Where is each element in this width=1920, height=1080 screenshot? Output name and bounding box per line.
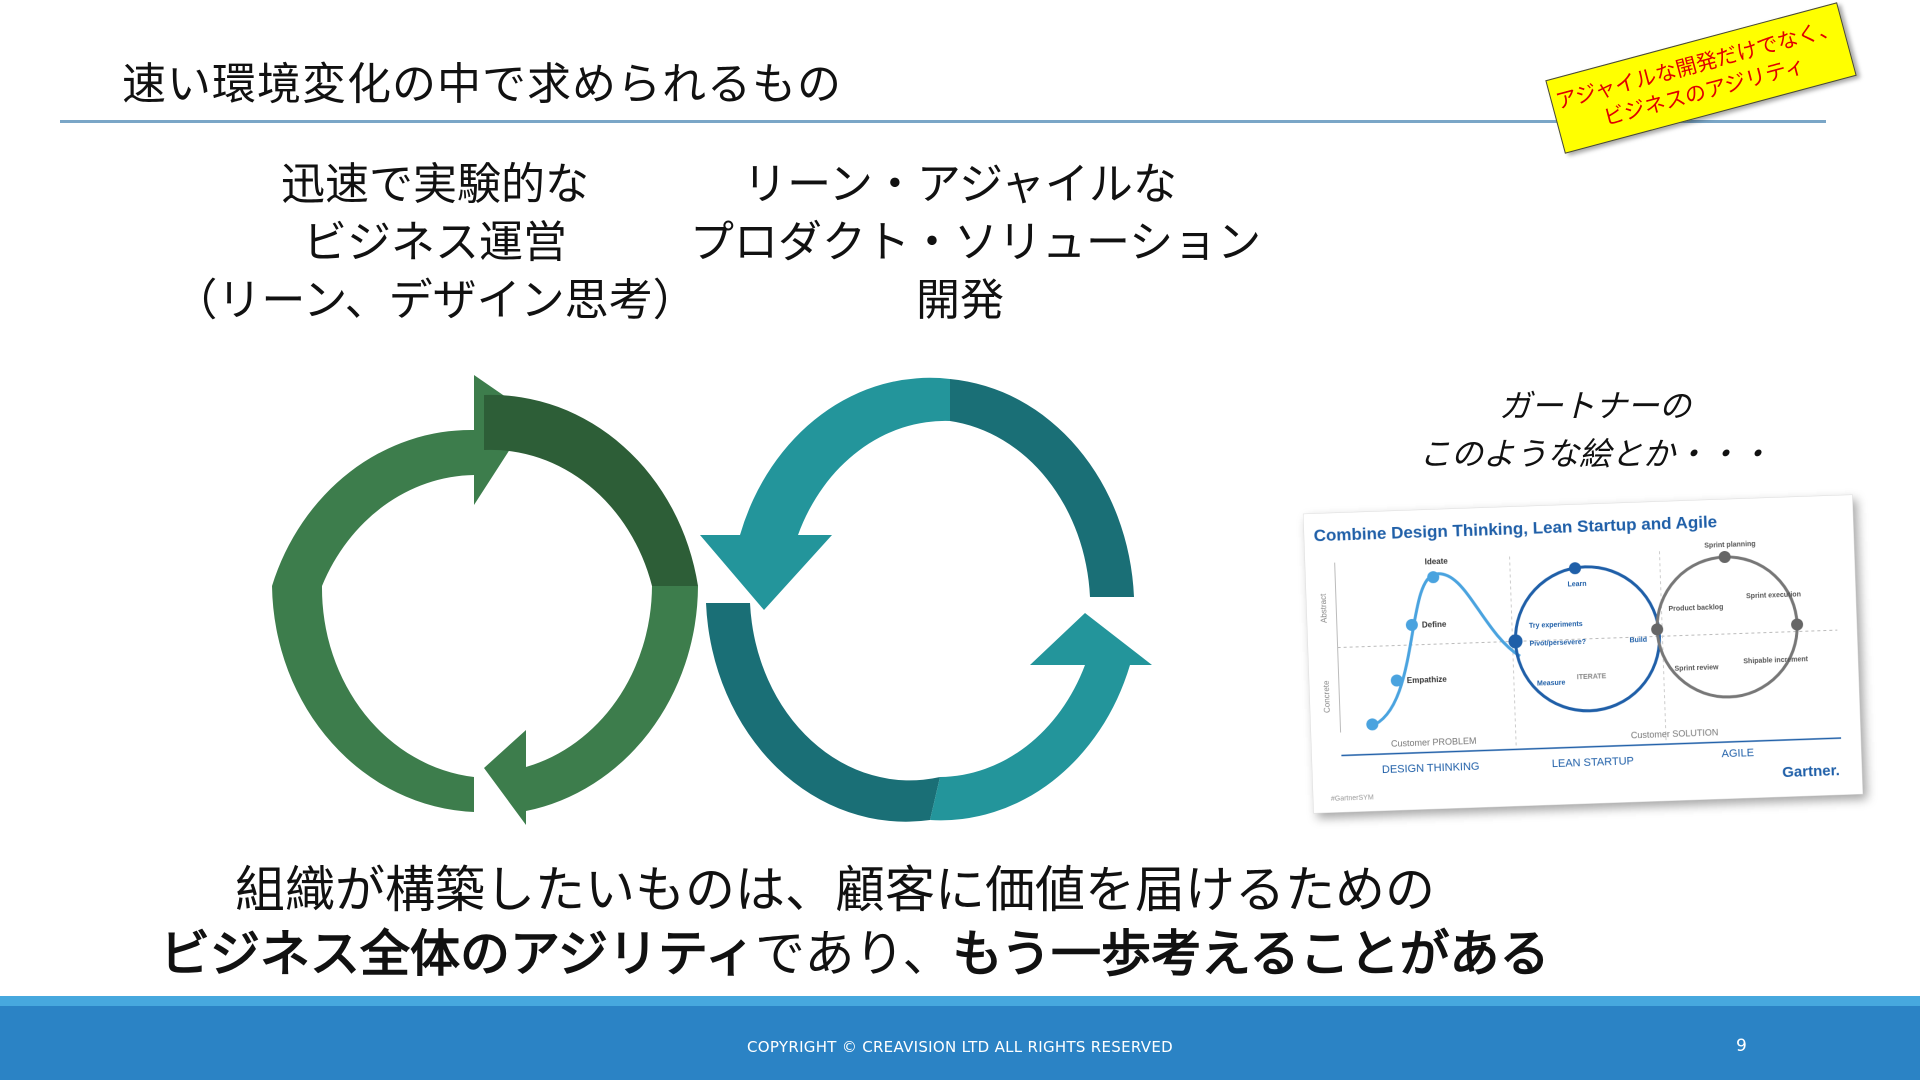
teal-arrow-top-left	[700, 377, 950, 610]
ideate-node	[1427, 571, 1440, 584]
lean-try-experiments: Try experiments	[1529, 621, 1583, 630]
pivot-node	[1508, 634, 1523, 649]
gartner-caption-line-1: ガートナーの	[1498, 387, 1691, 425]
step-define: Define	[1422, 620, 1447, 630]
product-heading-line-3: 開発	[916, 275, 1004, 326]
customer-solution-label: Customer SOLUTION	[1631, 727, 1719, 740]
one-more-step-emphasis: もう一歩考えることがある	[952, 925, 1550, 983]
section-baseline	[1341, 737, 1842, 757]
title-underline	[60, 120, 1826, 123]
section-agile: AGILE	[1721, 747, 1754, 760]
empathize-node	[1390, 674, 1403, 687]
teal-cycle	[700, 377, 1152, 822]
define-node	[1405, 618, 1418, 631]
product-backlog-node	[1651, 623, 1664, 636]
green-arrow-bottom-right	[484, 586, 698, 825]
green-arc-left	[272, 586, 474, 812]
customer-problem-label: Customer PROBLEM	[1391, 736, 1477, 749]
gartner-caption-line-2: このような絵とか・・・	[1418, 435, 1771, 473]
business-heading-line-2: ビジネス運営	[303, 217, 567, 268]
business-heading-line-1: 迅速で実験的な	[281, 159, 589, 210]
product-heading-line-1: リーン・アジャイルな	[743, 159, 1177, 210]
product-development-heading: リーン・アジャイルな プロダクト・ソリューション 開発	[690, 156, 1262, 330]
business-agility-emphasis: ビジネス全体のアジリティ	[160, 925, 755, 983]
conclusion-text: 組織が構築したいものは、顧客に価値を届けるための ビジネス全体のアジリティであり…	[160, 858, 1550, 986]
gartner-caption: ガートナーの このような絵とか・・・	[1380, 382, 1810, 478]
gartner-hashtag: #GartnerSYM	[1331, 794, 1374, 802]
lean-measure: Measure	[1537, 680, 1566, 688]
teal-arc-top-right	[950, 379, 1134, 597]
lean-learn: Learn	[1567, 581, 1586, 589]
step-empathize: Empathize	[1407, 675, 1448, 685]
green-cycle	[272, 375, 698, 825]
gartner-logo: Gartner.	[1782, 762, 1840, 781]
page-number: 9	[1736, 1036, 1747, 1056]
lean-iterate: ITERATE	[1577, 673, 1607, 681]
conclusion-connector: であり、	[755, 925, 953, 983]
sticky-note: アジャイルな開発だけでなく、 ビジネスのアジリティ	[1545, 2, 1857, 154]
agility-cycles-diagram	[272, 375, 1152, 825]
business-heading-line-3: （リーン、デザイン思考）	[173, 275, 697, 326]
agile-shipable-increment: Shipable increment	[1743, 656, 1808, 665]
gartner-midline	[1337, 629, 1838, 649]
slide-title: 速い環境変化の中で求められるもの	[122, 59, 842, 110]
agile-sprint-review: Sprint review	[1674, 664, 1719, 673]
footer-stripe	[0, 996, 1920, 1006]
design-start-node	[1366, 718, 1379, 731]
copyright-text: COPYRIGHT © CREAVISION LTD ALL RIGHTS RE…	[746, 1038, 1173, 1056]
agile-sprint-planning: Sprint planning	[1704, 541, 1756, 550]
conclusion-line-2: ビジネス全体のアジリティであり、もう一歩考えることがある	[160, 922, 1550, 986]
gartner-divider-1	[1509, 556, 1517, 747]
lean-pivot: Pivot/persevere?	[1530, 639, 1587, 648]
lean-build: Build	[1629, 637, 1647, 645]
sprint-execution-node	[1791, 618, 1804, 631]
step-ideate: Ideate	[1425, 557, 1449, 567]
footer-bar: COPYRIGHT © CREAVISION LTD ALL RIGHTS RE…	[0, 1006, 1920, 1080]
teal-arrow-bottom-right	[930, 613, 1152, 821]
green-arc-top-right	[484, 394, 698, 586]
agile-sprint-execution: Sprint execution	[1746, 591, 1801, 600]
gartner-vertical-axis	[1334, 562, 1342, 733]
learn-node	[1569, 562, 1582, 575]
gartner-figure: Combine Design Thinking, Lean Startup an…	[1302, 494, 1864, 814]
gartner-axis-concrete: Concrete	[1322, 680, 1332, 713]
green-arrow-top-left	[272, 375, 532, 586]
gartner-axis-abstract: Abstract	[1319, 593, 1329, 623]
conclusion-line-1: 組織が構築したいものは、顧客に価値を届けるための	[235, 861, 1435, 919]
product-heading-line-2: プロダクト・ソリューション	[690, 217, 1262, 268]
section-design-thinking: DESIGN THINKING	[1382, 761, 1480, 776]
section-lean-startup: LEAN STARTUP	[1552, 755, 1634, 770]
gartner-divider-2	[1658, 551, 1667, 742]
teal-arc-left	[706, 603, 940, 822]
business-operations-heading: 迅速で実験的な ビジネス運営 （リーン、デザイン思考）	[170, 156, 700, 330]
agile-product-backlog: Product backlog	[1668, 604, 1723, 613]
sprint-planning-node	[1718, 550, 1731, 563]
